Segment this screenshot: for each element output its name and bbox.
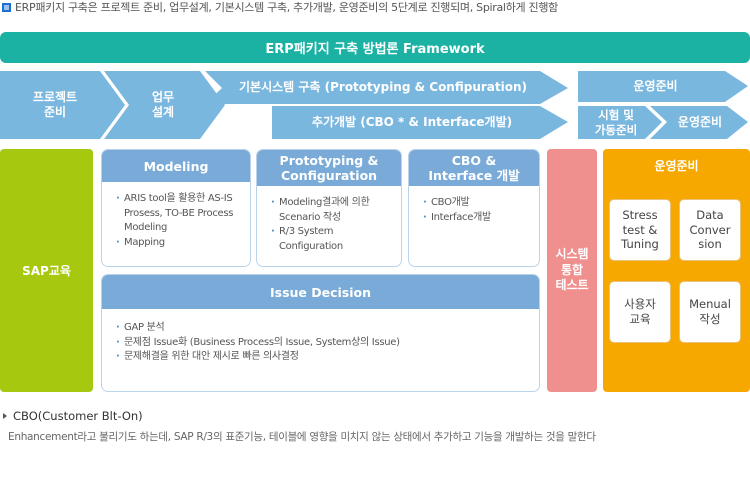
user-education-box: 사용자 교육 — [609, 281, 671, 343]
prototyping-title: Prototyping & Configuration — [257, 150, 401, 186]
phase-arrow-addon — [272, 106, 568, 139]
intro-text: ERP패키지 구축은 프로젝트 준비, 업무설계, 기본시스템 구축, 추가개발… — [2, 0, 558, 14]
cbo-note-heading: CBO(Customer Blt-On) — [3, 409, 143, 423]
phase-addon-label: 추가개발 (CBO * & Interface개발) — [311, 115, 513, 129]
phase-arrow-ops2 — [650, 106, 748, 139]
data-conversion-box: Data Conver sion — [679, 199, 741, 261]
phase-arrows — [0, 71, 748, 139]
prototyping-card: Prototyping & Configuration Modeling결과에 … — [256, 149, 402, 267]
phase-design-label: 업무 설계 — [151, 90, 175, 119]
phase-prep-label: 프로젝트 준비 — [32, 90, 78, 119]
operations-panel: 운영준비 Stress test & Tuning Data Conver si… — [603, 149, 750, 392]
list-item: Mapping — [116, 236, 244, 251]
phase-arrow-design — [104, 71, 225, 139]
phase-build-label: 기본시스템 구축 (Prototyping & Confipuration) — [238, 80, 528, 94]
prototyping-list: Modeling결과에 의한 Scenario 작성 R/3 System Co… — [257, 186, 401, 254]
list-item: R/3 System Configuration — [271, 225, 395, 254]
phase-ops2-label: 운영준비 — [677, 115, 723, 129]
framework-banner: ERP패키지 구축 방법론 Framework — [0, 32, 750, 63]
sap-education-block: SAP교육 — [0, 149, 93, 392]
triangle-bullet-icon — [3, 413, 7, 419]
issue-list: GAP 분석 문제점 Issue화 (Business Process의 Iss… — [102, 309, 539, 365]
square-bullet-icon — [2, 2, 11, 12]
list-item: Modeling결과에 의한 Scenario 작성 — [271, 196, 395, 225]
list-item: Interface개발 — [423, 211, 533, 226]
phase-test-label: 시험 및 가동준비 — [594, 108, 638, 137]
phase-arrow-build — [205, 71, 568, 104]
stress-test-box: Stress test & Tuning — [609, 199, 671, 261]
list-item: 문제해결을 위한 대안 제시로 빠른 의사결정 — [116, 350, 533, 365]
cbo-note-body: Enhancement라고 불리기도 하는데, SAP R/3의 표준기능, 테… — [8, 431, 596, 443]
intro-label: ERP패키지 구축은 프로젝트 준비, 업무설계, 기본시스템 구축, 추가개발… — [15, 1, 558, 14]
manual-box: Menual 작성 — [679, 281, 741, 343]
issue-decision-card: Issue Decision GAP 분석 문제점 Issue화 (Busine… — [101, 274, 540, 392]
cbo-title: CBO & Interface 개발 — [409, 150, 539, 186]
phase-arrow-test — [578, 106, 662, 139]
system-test-block: 시스템 통합 테스트 — [547, 149, 597, 392]
list-item: GAP 분석 — [116, 321, 533, 336]
list-item: 문제점 Issue화 (Business Process의 Issue, Sys… — [116, 336, 533, 351]
operations-title: 운영준비 — [654, 159, 699, 173]
phase-ops-label: 운영준비 — [633, 79, 678, 93]
phase-arrow-prep — [0, 71, 125, 139]
cbo-note-title: CBO(Customer Blt-On) — [13, 409, 143, 423]
cbo-card: CBO & Interface 개발 CBO개발 Interface개발 — [408, 149, 540, 267]
modeling-list: ARIS tool을 활용한 AS-IS Prosess, TO-BE Proc… — [102, 182, 250, 250]
list-item: ARIS tool을 활용한 AS-IS Prosess, TO-BE Proc… — [116, 192, 244, 236]
list-item: CBO개발 — [423, 196, 533, 211]
phase-arrow-ops — [578, 71, 748, 102]
modeling-title: Modeling — [102, 150, 250, 182]
modeling-card: Modeling ARIS tool을 활용한 AS-IS Prosess, T… — [101, 149, 251, 267]
issue-title: Issue Decision — [102, 275, 539, 309]
cbo-list: CBO개발 Interface개발 — [409, 186, 539, 225]
